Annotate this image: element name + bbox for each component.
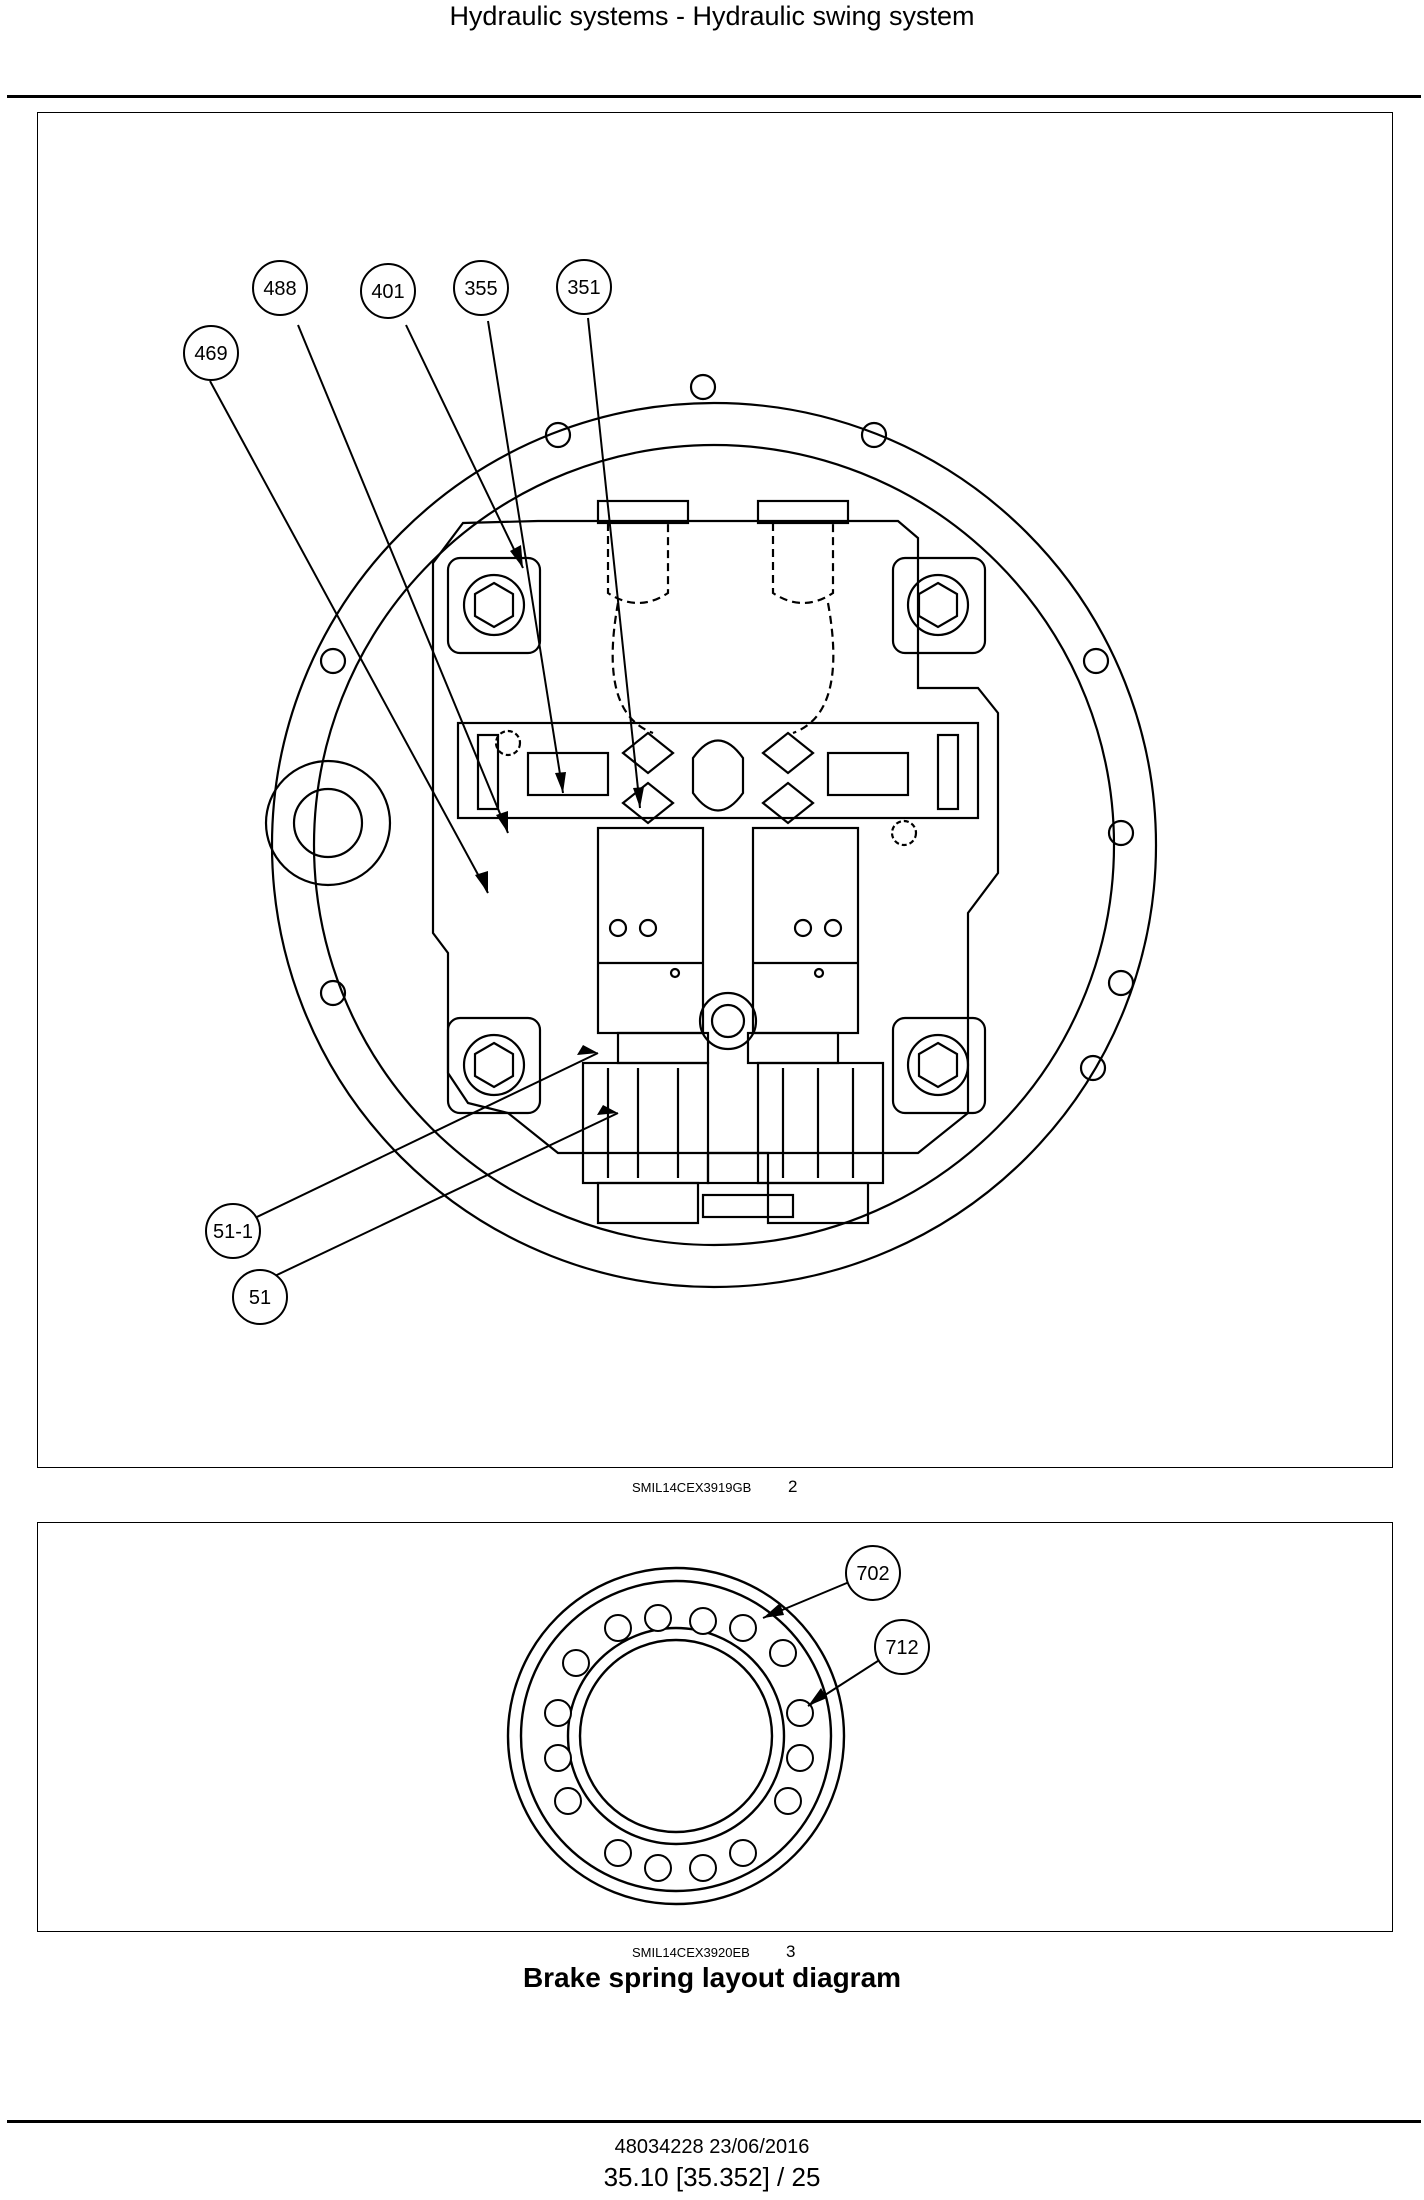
page-header-title: Hydraulic systems - Hydraulic swing syst… — [449, 1, 975, 31]
callout-51-1: 51-1 — [213, 1221, 253, 1243]
brake-spring-drawing: 702 712 — [506, 1545, 930, 1906]
callout-702: 702 — [856, 1563, 889, 1585]
header-rule — [7, 95, 1421, 98]
footer-page-number: 35.10 [35.352] / 25 — [603, 2162, 821, 2192]
callout-469: 469 — [194, 343, 227, 365]
callout-401: 401 — [371, 281, 404, 303]
callout-51: 51 — [249, 1287, 271, 1309]
figure-3-title: Brake spring layout diagram — [522, 1962, 902, 1993]
callout-355: 355 — [464, 278, 497, 300]
callout-488: 488 — [263, 278, 296, 300]
figure-3-frame: 702 712 — [37, 1522, 1393, 1932]
footer-rule — [7, 2120, 1421, 2123]
footer-document-id: 48034228 23/06/2016 — [614, 2136, 810, 2158]
figure-3-code: SMIL14CEX3920EB — [632, 1945, 750, 1960]
figure-2-code: SMIL14CEX3919GB — [632, 1480, 752, 1495]
swing-motor-drawing: 469 488 401 355 351 51-1 51 — [183, 259, 1158, 1325]
callout-351: 351 — [567, 277, 600, 299]
spring-pocket — [604, 1614, 632, 1642]
callout-712: 712 — [885, 1637, 918, 1659]
figure-3-number: 3 — [786, 1942, 796, 1961]
figure-2-number: 2 — [788, 1477, 798, 1496]
figure-2-frame: 469 488 401 355 351 51-1 51 — [37, 112, 1393, 1468]
